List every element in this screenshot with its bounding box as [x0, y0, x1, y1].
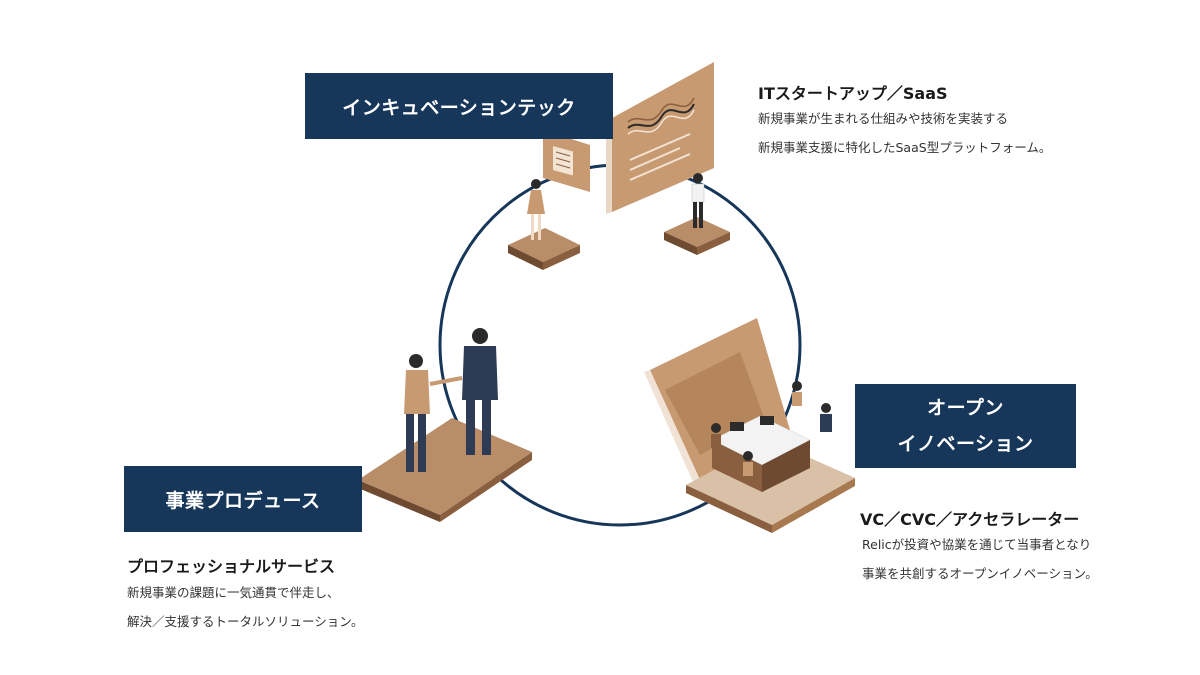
produce-desc-line: 新規事業の課題に一気通貫で伴走し、: [127, 585, 340, 600]
produce-desc: 新規事業の課題に一気通貫で伴走し、 解決／支援するトータルソリューション。: [127, 578, 364, 636]
incubation-heading: ITスタートアップ／SaaS: [758, 84, 948, 103]
open-innovation-illustration: [644, 318, 855, 533]
produce-illustration: [358, 328, 532, 522]
open-innovation-desc: Relicが投資や協業を通じて当事者となり 事業を共創するオープンイノベーション…: [862, 530, 1098, 588]
produce-heading: プロフェッショナルサービス: [127, 557, 336, 576]
open-innovation-desc-line: Relicが投資や協業を通じて当事者となり: [862, 537, 1092, 552]
incubation-desc: 新規事業が生まれる仕組みや技術を実装する 新規事業支援に特化したSaaS型プラッ…: [758, 104, 1051, 162]
incubation-desc-line: 新規事業支援に特化したSaaS型プラットフォーム。: [758, 140, 1052, 155]
open-innovation-desc-line: 事業を共創するオープンイノベーション。: [862, 566, 1098, 581]
incubation-label-box: インキュベーションテック: [305, 73, 613, 139]
incubation-desc-line: 新規事業が生まれる仕組みや技術を実装する: [758, 111, 1009, 126]
open-innovation-heading: VC／CVC／アクセラレーター: [860, 510, 1080, 529]
produce-label-box: 事業プロデュース: [124, 466, 362, 532]
incubation-label: インキュベーションテック: [342, 96, 576, 119]
produce-desc-line: 解決／支援するトータルソリューション。: [127, 614, 364, 629]
open-innovation-label-line: オープン: [927, 397, 1004, 419]
produce-label: 事業プロデュース: [165, 489, 321, 512]
incubation-illustration: [508, 62, 730, 270]
open-innovation-label-line: イノベーション: [897, 433, 1034, 455]
open-innovation-label-box: オープン イノベーション: [855, 384, 1076, 468]
